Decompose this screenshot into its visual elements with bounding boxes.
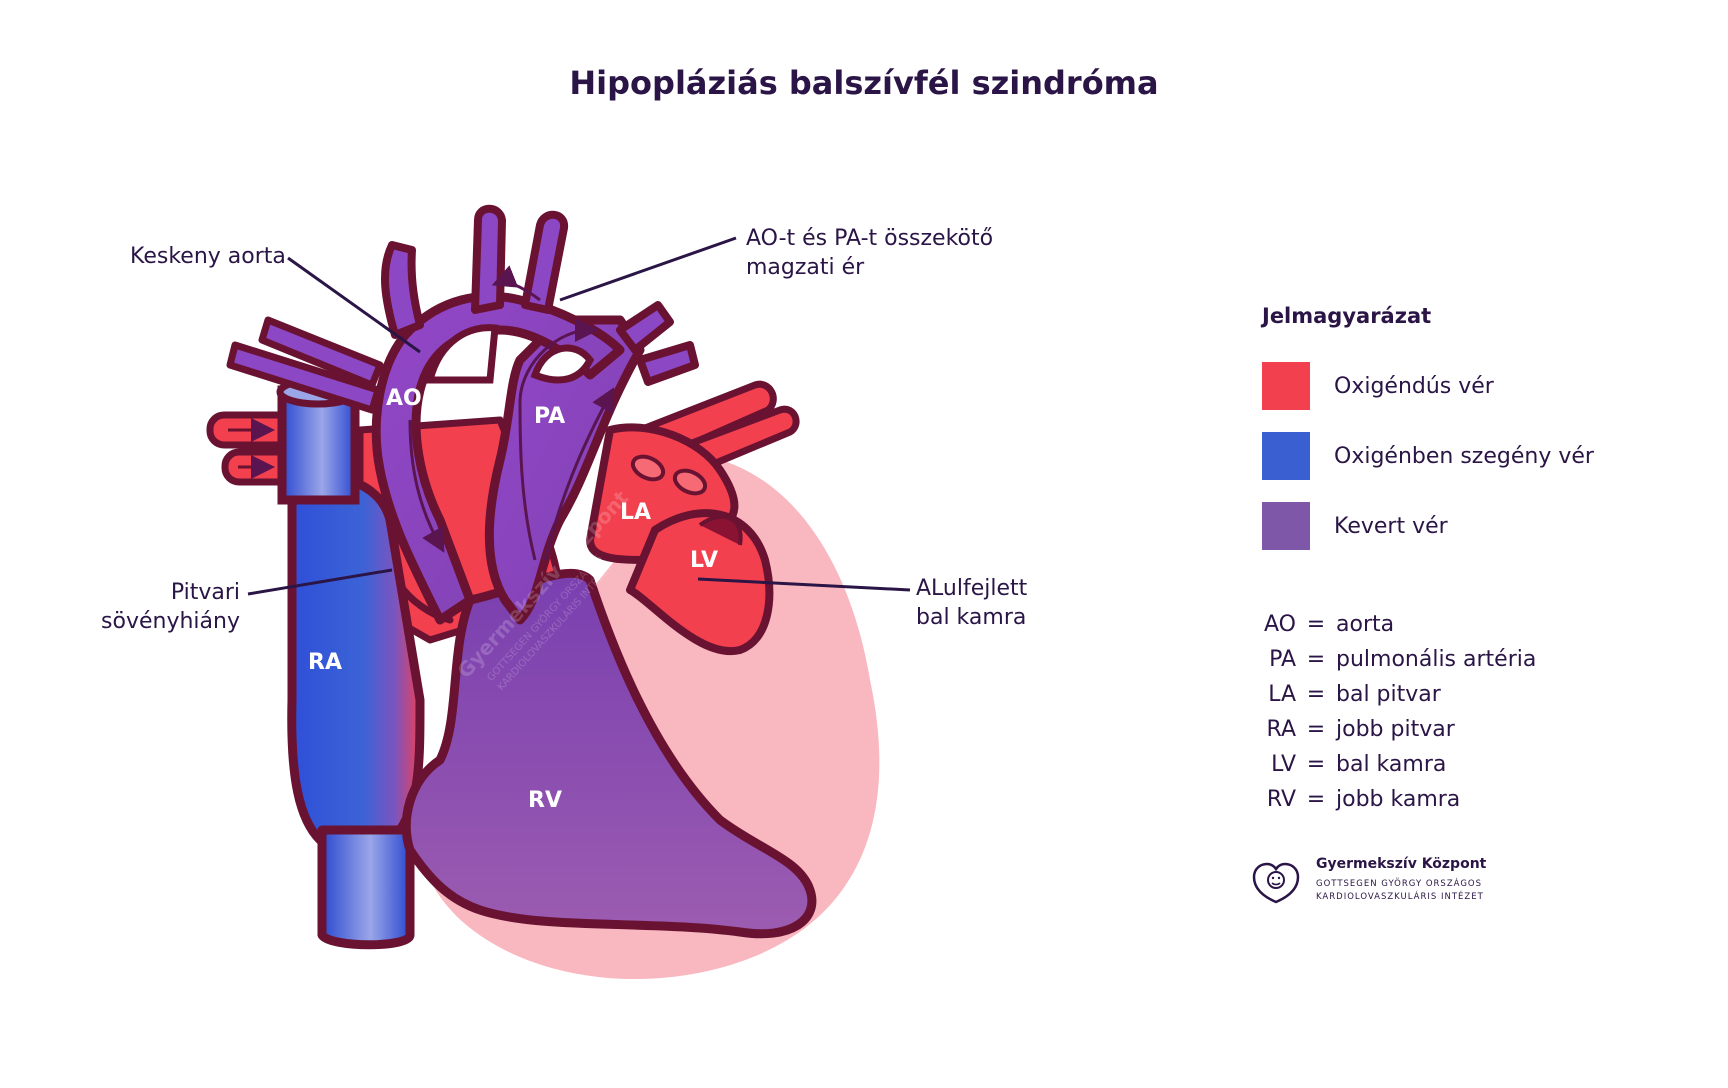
left-ventricle-shape bbox=[626, 509, 774, 656]
legend-title: Jelmagyarázat bbox=[1262, 304, 1432, 328]
abbr-meaning: pulmonális artéria bbox=[1336, 647, 1537, 672]
logo-sub-line1: GOTTSEGEN GYÖRGY ORSZÁGOS bbox=[1316, 879, 1482, 889]
pulmonary-vein-ostium-2 bbox=[672, 468, 708, 496]
inferior-vena-cava bbox=[317, 825, 415, 950]
legend-item-oxygen-rich: Oxigéndús vér bbox=[1262, 362, 1494, 410]
abbr-eq: = bbox=[1306, 717, 1326, 742]
legend-item-mixed: Kevert vér bbox=[1262, 502, 1448, 550]
label-rv: RV bbox=[528, 788, 562, 813]
legend-label: Kevert vér bbox=[1334, 513, 1448, 539]
callout-lv-underdeveloped: ALulfejlett bal kamra bbox=[916, 576, 1028, 630]
callout-ductus: AO-t és PA-t összekötő magzati ér bbox=[746, 226, 994, 280]
arch-hole-left bbox=[425, 324, 499, 384]
leader-lv bbox=[697, 577, 911, 592]
abbr-key: LV bbox=[1271, 752, 1296, 777]
abbr-meaning: jobb pitvar bbox=[1336, 717, 1455, 742]
callout-narrow-aorta: Keskeny aorta bbox=[130, 244, 286, 269]
logo-name: Gyermekszív Központ bbox=[1316, 856, 1487, 872]
flow-arrow-arch bbox=[491, 265, 541, 302]
abbr-key: RV bbox=[1266, 787, 1296, 812]
abbr-eq: = bbox=[1306, 682, 1326, 707]
pulmonary-branches-left bbox=[226, 316, 384, 414]
abbr-key: RA bbox=[1266, 717, 1296, 742]
arch-hole-right bbox=[530, 344, 595, 384]
right-ventricle-shape bbox=[401, 568, 817, 939]
abbr-eq: = bbox=[1306, 787, 1326, 812]
legend-swatch-oxygen-poor bbox=[1262, 432, 1310, 480]
septal-defect-line bbox=[396, 581, 454, 624]
leader-narrow-aorta bbox=[287, 256, 421, 354]
legend-swatch-mixed bbox=[1262, 502, 1310, 550]
lv-inner-opening bbox=[698, 514, 743, 546]
logo-sub-line2: KARDIOLOVASZKULÁRIS INTÉZET bbox=[1316, 892, 1484, 902]
logo-subtitle: GOTTSEGEN GYÖRGY ORSZÁGOS KARDIOLOVASZKU… bbox=[1316, 878, 1484, 904]
institute-logo: Gyermekszív Központ GOTTSEGEN GYÖRGY ORS… bbox=[1250, 854, 1570, 910]
leader-asd bbox=[247, 568, 393, 596]
abbr-key: LA bbox=[1268, 682, 1296, 707]
label-la: LA bbox=[620, 500, 652, 525]
abbr-meaning: bal pitvar bbox=[1336, 682, 1441, 707]
callout-asd: Pitvari sövényhiány bbox=[101, 580, 240, 634]
abbr-meaning: jobb kamra bbox=[1336, 787, 1461, 812]
flow-arrow-pa-2 bbox=[543, 387, 615, 561]
abbr-eq: = bbox=[1306, 612, 1326, 637]
label-ra: RA bbox=[308, 650, 342, 675]
flow-arrow-aorta bbox=[408, 419, 445, 553]
legend-label: Oxigénben szegény vér bbox=[1334, 443, 1594, 469]
legend-swatch-oxygen-rich bbox=[1262, 362, 1310, 410]
abbr-eq: = bbox=[1306, 647, 1326, 672]
abbr-eq: = bbox=[1306, 752, 1326, 777]
abbr-meaning: aorta bbox=[1336, 612, 1395, 637]
abbr-key: PA bbox=[1269, 647, 1296, 672]
legend-label: Oxigéndús vér bbox=[1334, 373, 1494, 399]
label-pa: PA bbox=[534, 404, 566, 429]
page-title: Hipopláziás balszívfél szindróma bbox=[569, 64, 1159, 102]
label-lv: LV bbox=[690, 548, 719, 573]
label-ao: AO bbox=[386, 386, 422, 411]
leader-ductus bbox=[559, 236, 737, 302]
pulmonary-vein-ostium-1 bbox=[630, 454, 666, 482]
heart-logo-icon bbox=[1252, 862, 1300, 904]
flow-arrow-pa-1 bbox=[518, 318, 599, 561]
abbr-meaning: bal kamra bbox=[1336, 752, 1447, 777]
abbr-key: AO bbox=[1264, 612, 1296, 637]
legend-item-oxygen-poor: Oxigénben szegény vér bbox=[1262, 432, 1594, 480]
